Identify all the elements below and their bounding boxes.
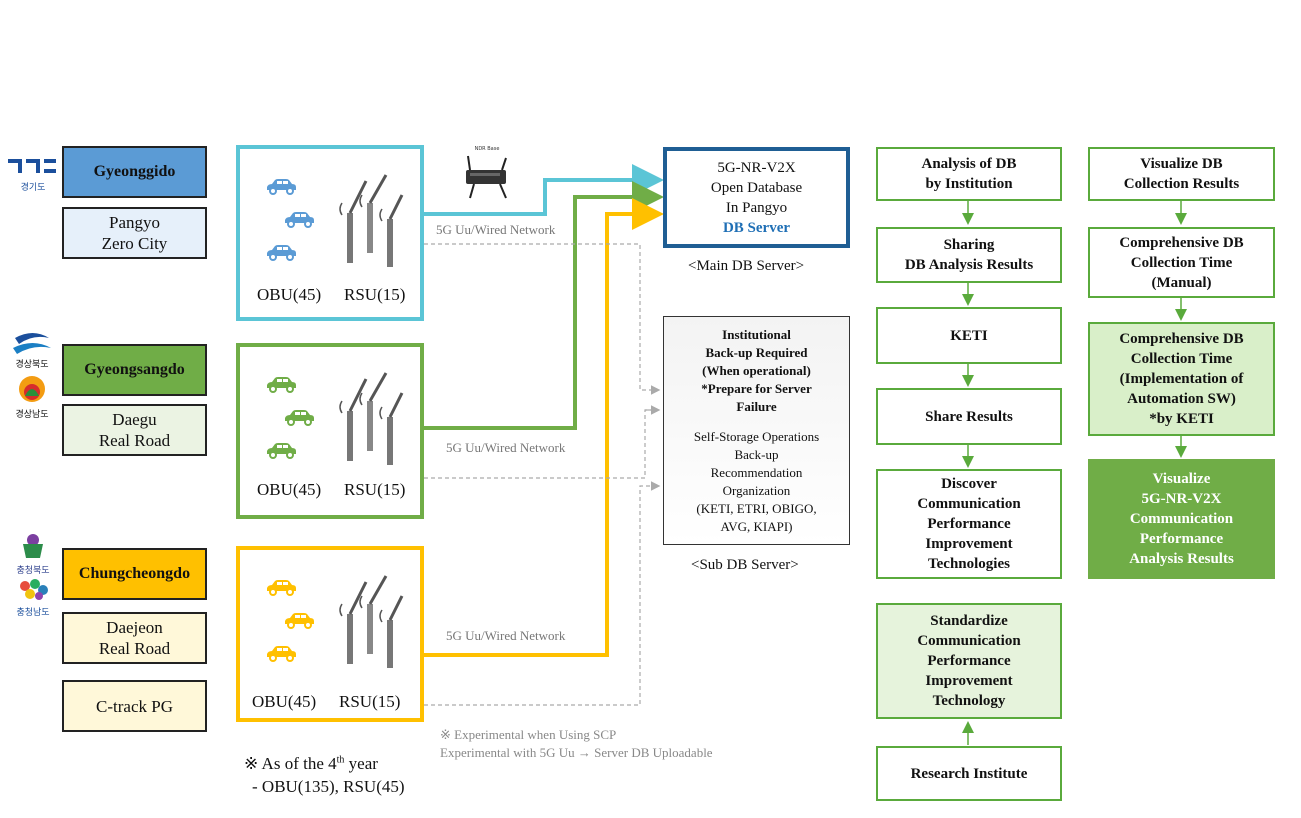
chungbuk-logo-icon (23, 534, 43, 558)
stage-chevron-display: Display DB Collection Results (1058, 15, 1286, 108)
stage-label: Save DB (721, 50, 791, 72)
region-label: Gyeongsangdo (84, 361, 185, 378)
gyeongnam-logo-icon (19, 376, 45, 402)
display-visualize-results: Visualize DB Collection Results (1088, 147, 1275, 201)
region-gyeongsangdo: Gyeongsangdo (62, 344, 207, 396)
sub-db-server: Institutional Back-up Required (When ope… (663, 316, 850, 545)
router-device: NDR Base (462, 146, 512, 202)
stage-chevron-collect: Collect DB (226, 15, 454, 108)
dashed-backup-line-4 (424, 481, 661, 706)
group-chungcheongdo (236, 546, 424, 722)
chungcheongdo-logo: 충청북도 충청남도 (6, 532, 60, 618)
sub-server-caption: <Sub DB Server> (691, 557, 799, 573)
gyeongbuk-logo-icon (13, 333, 51, 354)
flow-label: Discover Communication Performance Impro… (917, 476, 1021, 572)
yellow-network-line (424, 198, 664, 657)
gyeonggido-logo: 경기도 (6, 157, 60, 193)
flow-analysis-by-institution: Analysis of DB by Institution (876, 147, 1062, 201)
flow-label: Research Institute (910, 765, 1028, 782)
flow-label: Visualize 5G-NR-V2X Communication Perfor… (1129, 471, 1234, 567)
blue-network-line (424, 164, 664, 216)
flow-label: KETI (950, 327, 988, 344)
main-server-line-1: 5G-NR-V2X (717, 159, 796, 176)
flow-keti: KETI (876, 307, 1062, 364)
router-label: NDR Base (474, 146, 500, 152)
display-collection-time-auto: Comprehensive DB Collection Time (Implem… (1088, 322, 1275, 436)
flow-sharing-results: Sharing DB Analysis Results (876, 227, 1062, 283)
chungnam-logo-icon (20, 579, 48, 600)
scp-note-line-2: Experimental with 5G Uu → Server DB Uplo… (440, 745, 713, 760)
stage-chevron-save: Save DB (642, 15, 870, 108)
flow-standardize-technology: Standardize Communication Performance Im… (876, 603, 1062, 719)
stage-chevron-send: Send DB (434, 15, 662, 108)
gyeonggido-logo-icon (8, 159, 56, 173)
sub-server-body: Self-Storage Operations Back-up Recommen… (693, 428, 820, 534)
flow-label: Standardize Communication Performance Im… (917, 613, 1021, 709)
rsu-label-3: RSU(15) (339, 692, 401, 711)
year-note: ※ As of the 4th year (244, 754, 378, 774)
flow-label: Sharing DB Analysis Results (904, 237, 1034, 273)
site-daejeon: Daejeon Real Road (62, 612, 207, 664)
flow-label: Analysis of DB by Institution (921, 156, 1017, 192)
stage-label: Display DB Collection Results (1133, 26, 1211, 97)
main-server-line-2: Open Database (710, 179, 803, 196)
flow-label: Comprehensive DB Collection Time (Implem… (1119, 331, 1244, 427)
stage-label: Analysis DB (914, 50, 1014, 72)
main-server-highlight: DB Server (722, 219, 791, 236)
group-gyeonggido (236, 145, 424, 321)
site-ctrack: C-track PG (62, 680, 207, 732)
main-db-server: 5G-NR-V2X Open Database In Pangyo DB Ser… (663, 147, 850, 248)
flow-label: Visualize DB Collection Results (1123, 156, 1240, 192)
network-label-2: 5G Uu/Wired Network (446, 440, 566, 455)
site-label: Daegu Real Road (98, 410, 171, 450)
obu-label-2: OBU(45) (257, 480, 322, 499)
network-label-3: 5G Uu/Wired Network (446, 628, 566, 643)
totals-note: - OBU(135), RSU(45) (252, 777, 405, 796)
stage-chevron-experiment: Communication Performance Verification E… (18, 15, 246, 108)
site-label: Pangyo Zero City (101, 213, 168, 253)
flow-label: Share Results (925, 408, 1013, 425)
stage-label: Communication Performance Verification E… (83, 28, 181, 95)
year-note-prefix: ※ As of the 4 (244, 754, 337, 773)
site-daegu: Daegu Real Road (62, 404, 207, 456)
rsu-label-2: RSU(15) (344, 480, 406, 499)
region-gyeonggido: Gyeonggido (62, 146, 207, 198)
region-label: Chungcheongdo (78, 565, 191, 582)
region-label: Gyeonggido (93, 163, 176, 180)
display-visualize-analysis: Visualize 5G-NR-V2X Communication Perfor… (1088, 459, 1275, 579)
stage-label: Collect DB (295, 50, 385, 72)
scp-note-line-1: ※ Experimental when Using SCP (440, 727, 617, 742)
main-server-line-3: In Pangyo (725, 199, 788, 216)
router-icon (466, 155, 507, 199)
main-server-caption: <Main DB Server> (688, 258, 805, 274)
flow-label: Comprehensive DB Collection Time (Manual… (1119, 234, 1244, 291)
year-note-sup: th (336, 754, 345, 766)
site-pangyo: Pangyo Zero City (62, 207, 207, 259)
region-chungcheongdo: Chungcheongdo (62, 548, 207, 600)
year-note-suffix: year (344, 754, 378, 773)
stage-label: Send DB (512, 50, 584, 72)
display-collection-time-manual: Comprehensive DB Collection Time (Manual… (1088, 227, 1275, 298)
sub-server-bold: Institutional Back-up Required (When ope… (701, 326, 812, 414)
site-label: Daejeon Real Road (98, 618, 171, 658)
group-gyeongsangdo (236, 343, 424, 519)
obu-label-1: OBU(45) (257, 285, 322, 304)
network-label-1: 5G Uu/Wired Network (436, 222, 556, 237)
gyeongsangdo-logo: 경상북도 경상남도 (4, 330, 60, 420)
flow-discover-technologies: Discover Communication Performance Impro… (876, 469, 1062, 579)
flow-share-results: Share Results (876, 388, 1062, 445)
dashed-backup-line-1 (424, 243, 661, 395)
site-label: C-track PG (96, 696, 173, 716)
stage-chevron-analysis: Analysis DB (850, 15, 1078, 108)
flow-research-institute: Research Institute (876, 746, 1062, 801)
green-network-line (424, 181, 664, 430)
obu-label-3: OBU(45) (252, 692, 317, 711)
rsu-label-1: RSU(15) (344, 285, 406, 304)
